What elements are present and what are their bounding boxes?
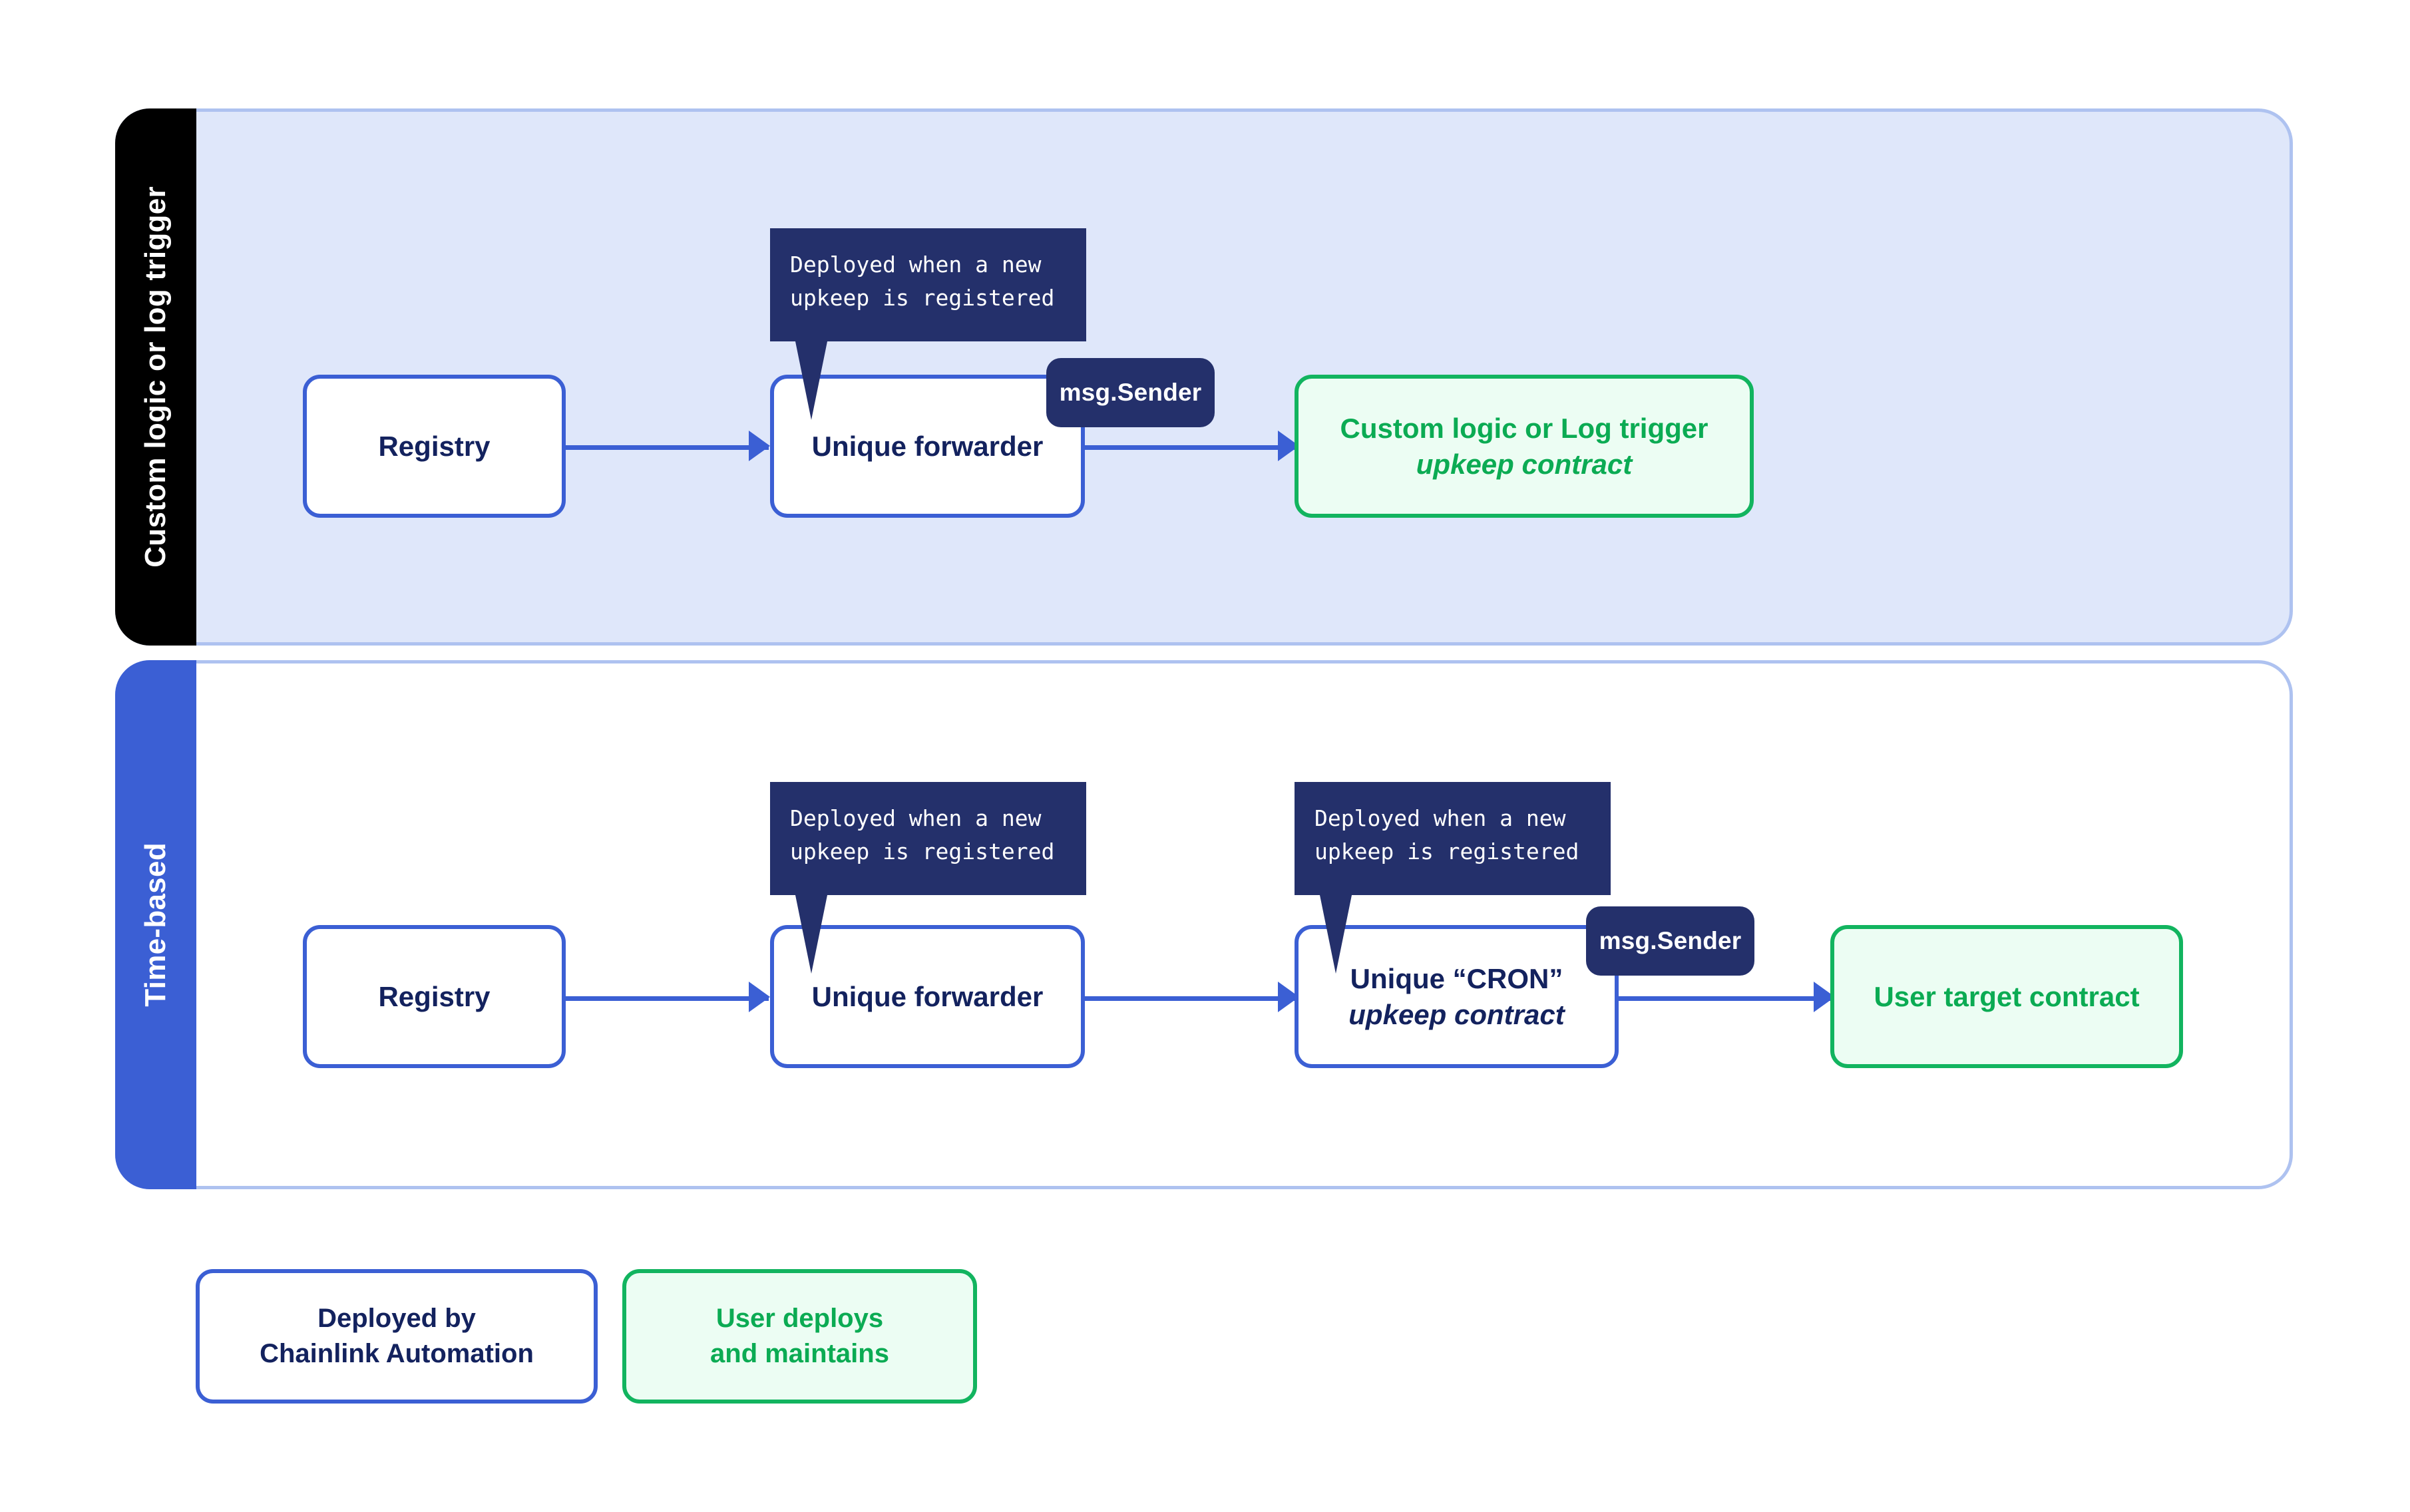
node-label-line2: upkeep contract: [1348, 998, 1565, 1030]
callout-tail: [795, 895, 827, 974]
panel-tab-label: Custom logic or log trigger: [139, 186, 172, 568]
node-registry-row2[interactable]: Registry: [303, 925, 566, 1068]
arrowhead-registry-to-forwarder-row2: [749, 982, 770, 1012]
node-label-line2: upkeep contract: [1416, 448, 1633, 480]
connector-forwarder-to-cron-row2: [1085, 996, 1298, 1001]
arrowhead-registry-to-forwarder: [749, 431, 770, 461]
callout-deployed-when-new-upkeep-row1: Deployed when a new upkeep is registered: [770, 228, 1086, 420]
legend-deployed-by-chainlink-automation: Deployed by Chainlink Automation: [196, 1269, 598, 1404]
callout-deployed-when-new-upkeep-row2-a: Deployed when a new upkeep is registered: [770, 782, 1086, 974]
node-label-line1: Custom logic or Log trigger: [1340, 412, 1708, 444]
badge-label: msg.Sender: [1059, 379, 1202, 406]
callout-tail: [795, 341, 827, 420]
callout-line2: upkeep is registered: [1314, 839, 1579, 865]
panel-tab-label: Time-based: [139, 843, 172, 1007]
legend-line2: Chainlink Automation: [260, 1339, 534, 1368]
connector-cron-to-target-row2: [1614, 996, 1834, 1001]
callout-line1: Deployed when a new: [1314, 805, 1566, 831]
node-label: Registry: [378, 430, 491, 462]
badge-msg-sender-row2: msg.Sender: [1586, 906, 1754, 976]
node-label: User target contract: [1874, 980, 2140, 1012]
node-label: Registry: [378, 980, 491, 1012]
callout-line2: upkeep is registered: [790, 839, 1055, 865]
node-unique-cron-upkeep-contract[interactable]: Unique “CRON” upkeep contract: [1295, 925, 1619, 1068]
legend-user-deploys-and-maintains: User deploys and maintains: [622, 1269, 977, 1404]
node-unique-forwarder-row1[interactable]: Unique forwarder: [770, 375, 1085, 518]
panel-surface: [115, 660, 2293, 1189]
node-user-target-contract[interactable]: User target contract: [1830, 925, 2183, 1068]
badge-label: msg.Sender: [1599, 927, 1742, 954]
panel-tab-time-based[interactable]: Time-based: [115, 660, 196, 1189]
callout-tail: [1320, 895, 1352, 974]
connector-registry-to-forwarder-row2: [562, 996, 769, 1001]
callout-line1: Deployed when a new: [790, 805, 1042, 831]
node-registry-row1[interactable]: Registry: [303, 375, 566, 518]
node-label-line1: Unique “CRON”: [1350, 962, 1563, 994]
panel-time-based: Time-based: [115, 660, 2293, 1189]
panel-tab-custom-logic[interactable]: Custom logic or log trigger: [115, 108, 196, 646]
node-label: Unique forwarder: [811, 430, 1044, 462]
legend-line2: and maintains: [710, 1339, 889, 1368]
connector-registry-to-forwarder: [562, 445, 769, 450]
node-upkeep-contract-row1[interactable]: Custom logic or Log trigger upkeep contr…: [1295, 375, 1754, 518]
legend-line1: Deployed by: [317, 1304, 476, 1334]
callout-line1: Deployed when a new: [790, 252, 1042, 278]
legend-line1: User deploys: [715, 1304, 884, 1334]
callout-line2: upkeep is registered: [790, 285, 1055, 311]
node-label: Unique forwarder: [811, 980, 1044, 1012]
badge-msg-sender-row1: msg.Sender: [1046, 358, 1215, 427]
connector-forwarder-to-target: [1085, 445, 1298, 450]
callout-deployed-when-new-upkeep-row2-b: Deployed when a new upkeep is registered: [1295, 782, 1611, 974]
